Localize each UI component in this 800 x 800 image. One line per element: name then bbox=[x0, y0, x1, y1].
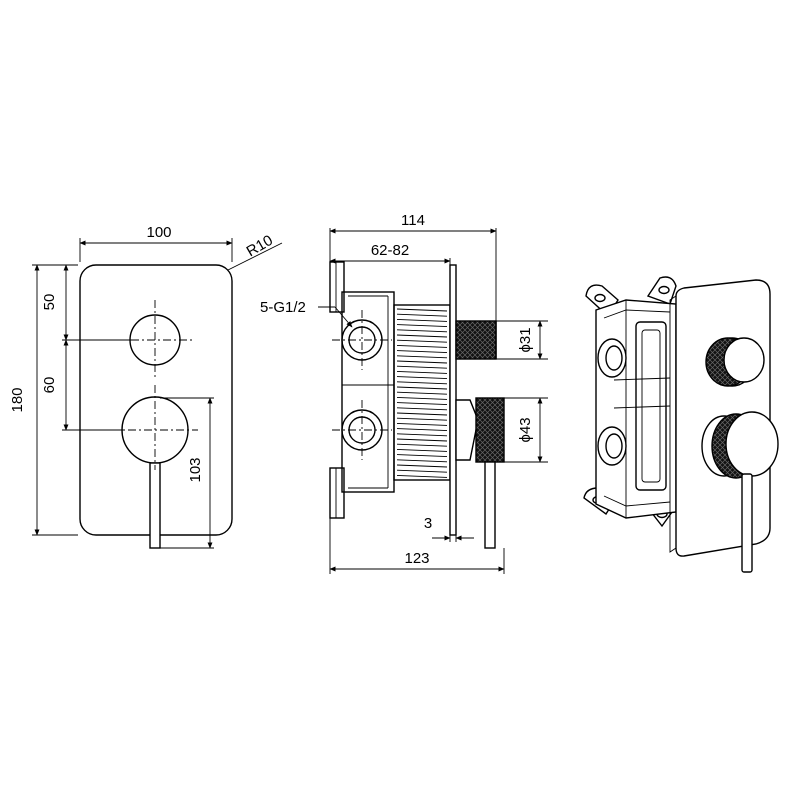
valve-body bbox=[341, 291, 395, 493]
thread-line bbox=[396, 334, 448, 338]
large-knob-side bbox=[475, 397, 505, 463]
small-knob-side bbox=[455, 320, 497, 360]
thread-line bbox=[396, 459, 448, 463]
thread-line bbox=[396, 386, 448, 390]
large-knob-diameter-label: ϕ43 bbox=[517, 417, 534, 442]
width-dimension-label: 100 bbox=[146, 224, 171, 241]
thread-line bbox=[396, 454, 448, 458]
total-depth-label: 114 bbox=[401, 212, 425, 229]
thread-line bbox=[396, 391, 448, 395]
side-lever bbox=[484, 461, 496, 549]
thread-line bbox=[396, 448, 448, 452]
thread-line bbox=[396, 344, 448, 348]
isometric-view bbox=[583, 276, 779, 573]
ports-label: 5-G1/2 bbox=[260, 299, 306, 316]
radius-dimension-label: R10 bbox=[244, 232, 276, 260]
thread-line bbox=[396, 412, 448, 416]
iso-port-lower bbox=[597, 426, 627, 466]
overall-depth-label: 123 bbox=[404, 550, 429, 567]
thread-line bbox=[396, 339, 448, 343]
height-dimension-label: 180 bbox=[9, 387, 26, 412]
thread-line bbox=[396, 422, 448, 426]
thread-line bbox=[396, 443, 448, 447]
thread-line bbox=[396, 407, 448, 411]
thread-line bbox=[396, 381, 448, 385]
thread-line bbox=[396, 438, 448, 442]
thread-line bbox=[396, 318, 448, 322]
front-view: 100 R10 180 50 60 103 bbox=[9, 224, 283, 549]
iso-lever bbox=[741, 473, 753, 573]
thread-line bbox=[396, 464, 448, 468]
top-offset-label: 50 bbox=[41, 294, 58, 311]
thread-line bbox=[396, 308, 448, 312]
thread-line bbox=[396, 376, 448, 380]
iso-small-knob bbox=[705, 337, 765, 387]
side-plate bbox=[449, 264, 457, 536]
thread-line bbox=[396, 402, 448, 406]
thread-line bbox=[396, 329, 448, 333]
side-view: 114 62-82 5-G1/2 ϕ31 ϕ43 3 123 bbox=[260, 212, 548, 574]
thread-line bbox=[396, 396, 448, 400]
front-lever bbox=[149, 462, 161, 549]
iso-port-upper bbox=[597, 338, 627, 378]
small-knob-diameter-label: ϕ31 bbox=[517, 327, 534, 352]
thread-line bbox=[396, 469, 448, 473]
thread-line bbox=[396, 474, 448, 478]
thread-line bbox=[396, 355, 448, 359]
thread-line bbox=[396, 433, 448, 437]
thread-line bbox=[396, 313, 448, 317]
thread-line bbox=[396, 365, 448, 369]
mounting-ear-top-right bbox=[646, 276, 677, 305]
knob-spacing-label: 60 bbox=[41, 377, 58, 394]
lever-length-label: 103 bbox=[187, 457, 204, 482]
iso-large-knob bbox=[701, 411, 779, 479]
depth-range-label: 62-82 bbox=[371, 242, 409, 259]
thread-line bbox=[396, 350, 448, 354]
thread-line bbox=[396, 360, 448, 364]
thread-line bbox=[396, 428, 448, 432]
thread-line bbox=[396, 370, 448, 374]
thread-line bbox=[396, 417, 448, 421]
plate-thickness-label: 3 bbox=[424, 515, 432, 532]
thread-line bbox=[396, 324, 448, 328]
